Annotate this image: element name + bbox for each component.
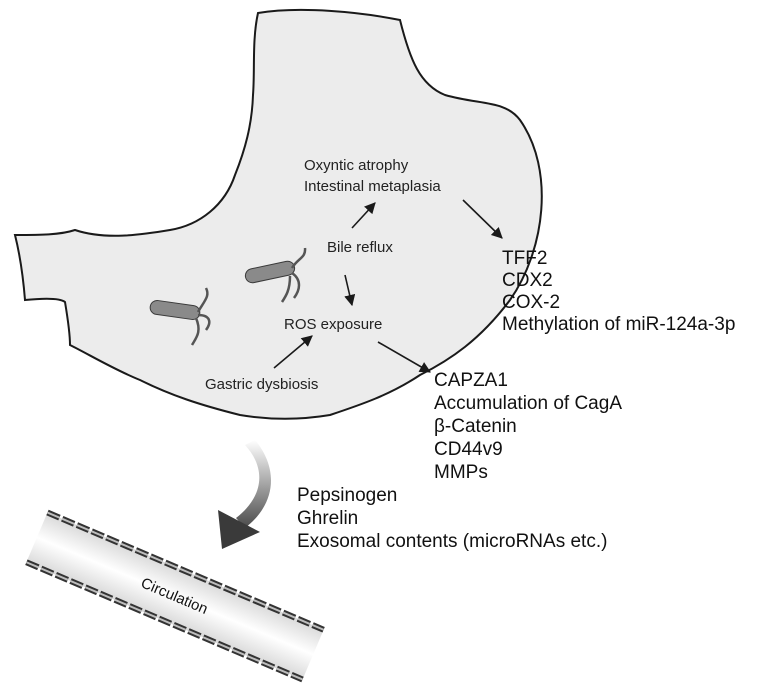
factor-pepsinogen: Pepsinogen <box>297 485 397 506</box>
circulating-factor-list: Pepsinogen Ghrelin Exosomal contents (mi… <box>297 485 607 552</box>
ros-marker-list: CAPZA1 Accumulation of CagA β-Catenin CD… <box>434 370 622 483</box>
factor-ghrelin: Ghrelin <box>297 508 358 529</box>
marker-cd44v9: CD44v9 <box>434 439 503 460</box>
metaplasia-marker-list: TFF2 CDX2 COX-2 Methylation of miR-124a-… <box>502 248 735 335</box>
bacterium-icon <box>149 287 211 346</box>
bile-reflux-label: Bile reflux <box>327 239 393 256</box>
marker-cdx2: CDX2 <box>502 270 553 291</box>
marker-capza1: CAPZA1 <box>434 370 508 391</box>
marker-caga: Accumulation of CagA <box>434 393 622 414</box>
gastric-dysbiosis-label: Gastric dysbiosis <box>205 376 318 393</box>
ros-exposure-label: ROS exposure <box>284 316 382 333</box>
secretion-arrow-tail <box>236 440 272 528</box>
arrow-dysbiosis-to-ros <box>273 335 313 369</box>
intestinal-metaplasia-label: Intestinal metaplasia <box>304 178 441 195</box>
arrow-metaplasia-to-markers <box>462 199 503 239</box>
bacterium-icon <box>244 247 307 303</box>
arrow-bile-to-metaplasia <box>351 202 376 229</box>
arrow-bile-to-ros <box>344 274 356 307</box>
marker-mir124a: Methylation of miR-124a-3p <box>502 314 735 335</box>
blood-vessel: Circulation <box>25 509 325 683</box>
factor-exosomal: Exosomal contents (microRNAs etc.) <box>297 531 607 552</box>
oxyntic-atrophy-label: Oxyntic atrophy <box>304 157 409 174</box>
marker-beta-catenin: β-Catenin <box>434 416 517 437</box>
marker-tff2: TFF2 <box>502 248 547 269</box>
arrow-ros-to-markers <box>377 341 431 373</box>
stomach-shape <box>13 8 543 420</box>
marker-cox2: COX-2 <box>502 292 560 313</box>
marker-mmps: MMPs <box>434 462 488 483</box>
secretion-arrow-head <box>218 510 260 549</box>
